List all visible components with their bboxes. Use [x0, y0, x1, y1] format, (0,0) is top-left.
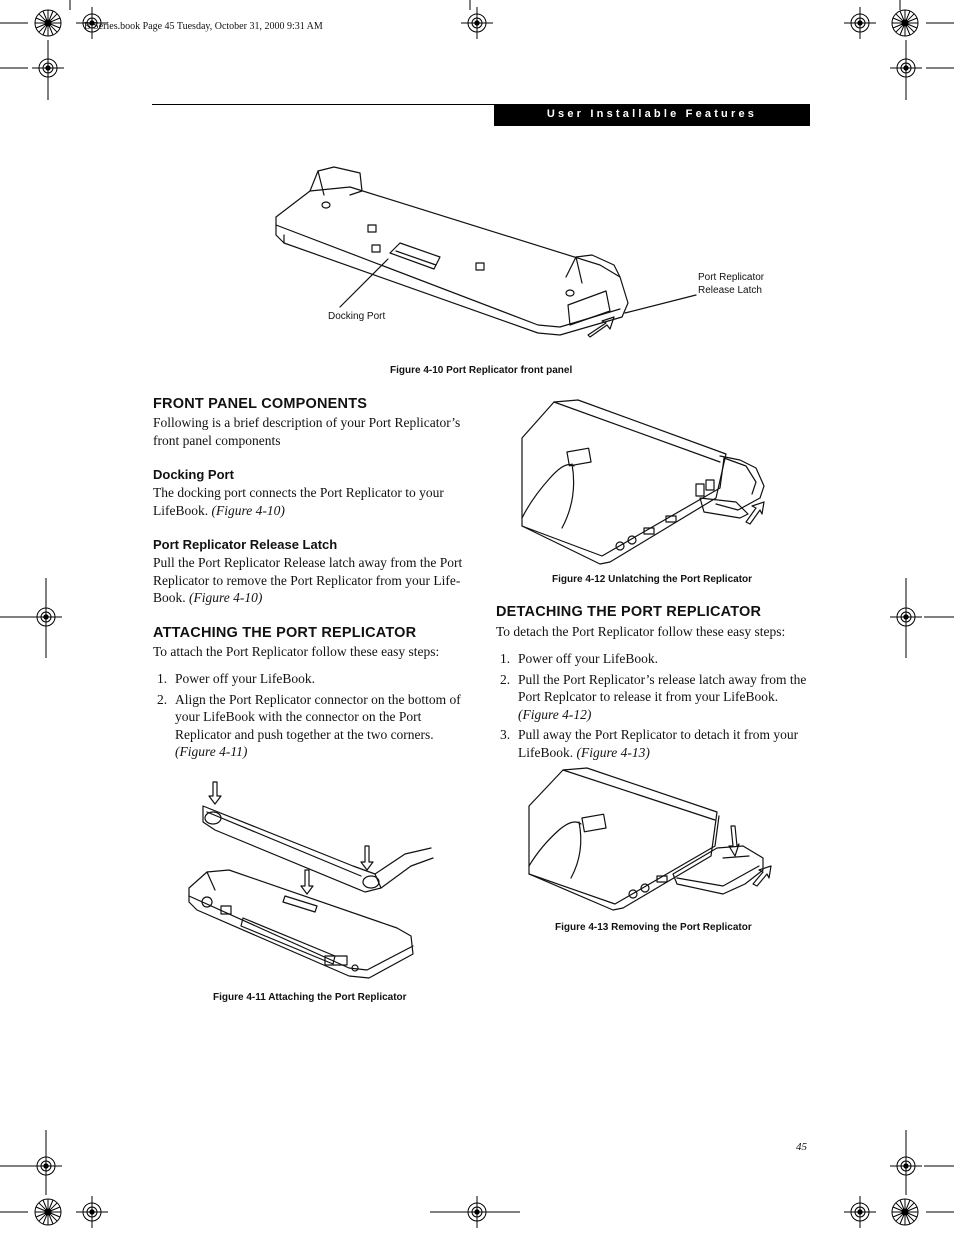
page-number: 45 [796, 1141, 807, 1153]
step-number: 1. [500, 651, 511, 666]
step-text: Align the Port Replicator connector on t… [175, 691, 461, 742]
figure-4-10-illustration [275, 166, 697, 338]
attaching-steps-list: 1. Power off your LifeBook. 2. Align the… [153, 670, 465, 761]
detaching-steps-list: 1. Power off your LifeBook. 2. Pull the … [496, 650, 812, 761]
docking-port-description: The docking port connects the Port Repli… [153, 485, 444, 518]
step-figure-ref: (Figure 4-11) [175, 744, 248, 759]
figure-4-13-illustration [528, 767, 772, 911]
figure-4-13-caption: Figure 4-13 Removing the Port Replicator [555, 922, 752, 933]
docking-port-heading: Docking Port [153, 467, 234, 482]
release-latch-heading: Port Replicator Release Latch [153, 537, 338, 552]
attaching-intro: To attach the Port Replicator follow the… [153, 644, 440, 659]
detaching-step: 3. Pull away the Port Replicator to deta… [496, 726, 812, 761]
docking-port-figure-ref: (Figure 4-10) [211, 502, 285, 518]
step-figure-ref: (Figure 4-12) [518, 706, 592, 722]
chapter-banner-label: User Installable Features [546, 108, 758, 120]
step-number: 2. [157, 691, 168, 707]
header-rule [152, 104, 810, 105]
detaching-step: 1. Power off your LifeBook. [496, 650, 812, 668]
step-figure-ref: (Figure 4-13) [576, 744, 650, 760]
step-text: Power off your LifeBook. [175, 671, 315, 686]
callout-release-latch-line1: Port Replicator [698, 272, 765, 283]
step-text: Power off your LifeBook. [518, 651, 658, 666]
callout-docking-port: Docking Port [328, 311, 386, 322]
figure-4-12-illustration [521, 399, 765, 565]
release-latch-figure-ref: (Figure 4-10) [189, 590, 263, 605]
callout-release-latch-line2: Release Latch [698, 285, 762, 296]
attaching-step: 2. Align the Port Replicator connector o… [153, 691, 465, 761]
figure-4-11-caption: Figure 4-11 Attaching the Port Replicato… [213, 992, 407, 1003]
docking-port-text: The docking port connects the Port Repli… [153, 484, 471, 519]
step-text: Pull the Port Replicator’s release latch… [518, 671, 807, 705]
release-latch-text: Pull the Port Replicator Release latch a… [153, 554, 471, 607]
step-number: 3. [500, 727, 511, 742]
release-latch-description: Pull the Port Replicator Release latch a… [153, 555, 463, 605]
figure-4-12-caption: Figure 4-12 Unlatching the Port Replicat… [552, 574, 753, 585]
book-print-stamp: B Series.book Page 45 Tuesday, October 3… [84, 21, 323, 32]
detaching-step: 2. Pull the Port Replicator’s release la… [496, 671, 812, 724]
detaching-intro: To detach the Port Replicator follow the… [496, 624, 786, 639]
front-panel-heading: FRONT PANEL COMPONENTS [153, 396, 368, 412]
attaching-heading: ATTACHING THE PORT REPLICATOR [153, 625, 417, 641]
step-text: Pull away the Port Replicator to detach … [518, 727, 799, 760]
step-number: 1. [157, 671, 168, 686]
step-number: 2. [500, 671, 511, 687]
figure-4-11-illustration [188, 781, 434, 979]
chapter-banner: User Installable Features [494, 104, 810, 126]
detaching-heading: DETACHING THE PORT REPLICATOR [496, 604, 762, 620]
callout-release-latch: Port Replicator Release Latch [698, 271, 764, 297]
front-panel-intro: Following is a brief description of your… [153, 415, 461, 448]
figure-4-10-caption: Figure 4-10 Port Replicator front panel [390, 365, 573, 376]
attaching-step: 1. Power off your LifeBook. [153, 670, 465, 688]
